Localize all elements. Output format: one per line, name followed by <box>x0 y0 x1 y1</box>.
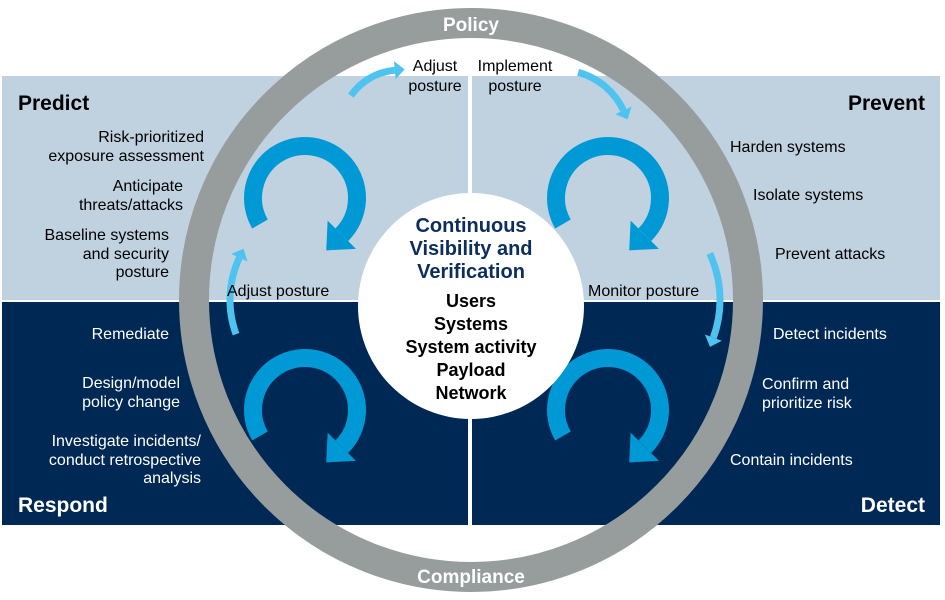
center-item: System activity <box>405 337 536 357</box>
transition-arrow-adjust-left <box>226 256 243 336</box>
center-item: Network <box>435 383 507 403</box>
transition-adjust-posture: posture <box>408 78 461 95</box>
center-title-line: Verification <box>417 261 525 283</box>
predict-item: exposure assessment <box>48 148 204 165</box>
arrowhead-icon <box>629 432 659 463</box>
transition-monitor-posture: Monitor posture <box>588 283 699 300</box>
prevent-item: Harden systems <box>730 139 846 156</box>
respond-title: Respond <box>18 494 108 517</box>
center-item: Systems <box>434 314 508 334</box>
detect-item: Confirm and <box>762 376 849 393</box>
predict-item: Baseline systems <box>45 227 170 244</box>
transition-implement-posture: Implement <box>478 58 553 75</box>
policy-compliance-ring <box>179 8 763 592</box>
predict-title: Predict <box>18 92 89 115</box>
arrowhead-icon <box>615 106 632 120</box>
center-item: Users <box>446 291 496 311</box>
ring-label-compliance: Compliance <box>417 567 525 588</box>
respond-item: policy change <box>82 394 180 411</box>
predict-item: Anticipate <box>113 178 183 195</box>
transition-implement-posture: posture <box>488 78 541 95</box>
respond-item: Design/model <box>82 375 180 392</box>
cycle-arrow-predict <box>244 137 366 242</box>
cycle-arrow-prevent <box>547 137 669 242</box>
ring-label-policy: Policy <box>443 15 499 36</box>
prevent-item: Prevent attacks <box>775 246 885 263</box>
respond-item: Remediate <box>92 326 169 343</box>
detect-item: Detect incidents <box>773 326 887 343</box>
predict-item: Risk-prioritized <box>98 129 204 146</box>
transition-adjust-posture: Adjust <box>413 58 458 75</box>
predict-item: and security <box>83 246 169 263</box>
transition-arrow-monitor <box>706 252 724 339</box>
arrowhead-icon <box>704 334 722 347</box>
prevent-item: Isolate systems <box>753 187 863 204</box>
arrowhead-icon <box>393 61 405 80</box>
arrowhead-icon <box>629 220 659 251</box>
detect-item: prioritize risk <box>762 395 853 412</box>
transition-adjust-posture-left: Adjust posture <box>227 283 329 300</box>
center-title-line: Visibility and <box>410 238 533 260</box>
cycle-arrow-detect <box>547 349 669 454</box>
cycle-arrow-respond <box>244 349 366 454</box>
respond-item: analysis <box>143 470 201 487</box>
transition-arrow-implement <box>577 69 627 112</box>
center-circle <box>358 193 584 419</box>
respond-item: Investigate incidents/ <box>52 433 202 450</box>
arrowhead-icon <box>326 220 356 251</box>
predict-item: posture <box>116 264 169 281</box>
center-title-line: Continuous <box>415 215 526 237</box>
respond-item: conduct retrospective <box>49 452 201 469</box>
detect-item: Contain incidents <box>730 452 853 469</box>
transition-arrow-adjust <box>347 66 396 98</box>
center-text: Continuous Visibility and Verification U… <box>405 215 536 403</box>
arrowhead-icon <box>231 248 248 262</box>
predict-item: threats/attacks <box>79 197 183 214</box>
detect-title: Detect <box>861 494 925 517</box>
arrowhead-icon <box>326 432 356 463</box>
prevent-title: Prevent <box>848 92 925 115</box>
center-item: Payload <box>436 360 505 380</box>
